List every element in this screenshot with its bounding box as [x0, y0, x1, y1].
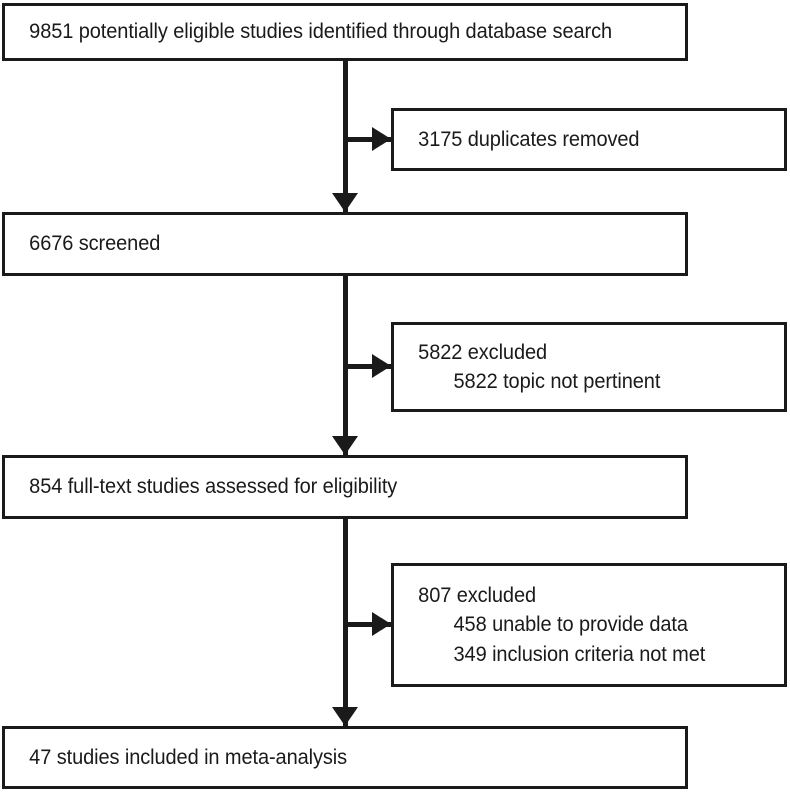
node-excluded-at-fulltext: 807 excluded 458 unable to provide data …: [391, 563, 787, 687]
arrowhead-right-to-duplicates: [372, 127, 391, 151]
arrowhead-down-to-fulltext: [332, 436, 358, 455]
node-excluded-screening-reason-1: 5822 topic not pertinent: [453, 369, 661, 393]
node-excluded-fulltext-total: 807 excluded: [418, 583, 537, 608]
node-identified-line-1: 9851 potentially eligible studies identi…: [29, 19, 613, 44]
node-screened: 6676 screened: [2, 212, 688, 276]
connector-to-duplicates: [345, 137, 393, 142]
connector-to-excluded-fulltext: [345, 622, 393, 627]
node-identified: 9851 potentially eligible studies identi…: [2, 3, 688, 61]
node-included-line-1: 47 studies included in meta-analysis: [29, 744, 348, 769]
arrowhead-right-to-excluded-fulltext: [372, 612, 391, 636]
node-duplicates-removed: 3175 duplicates removed: [391, 108, 787, 171]
node-excluded-fulltext-reason-2: 349 inclusion criteria not met: [453, 641, 706, 666]
node-fulltext-line-1: 854 full-text studies assessed for eligi…: [29, 474, 398, 499]
node-excluded-fulltext-reason-1: 458 unable to provide data: [453, 612, 688, 637]
node-fulltext-assessed: 854 full-text studies assessed for eligi…: [2, 455, 688, 519]
node-excluded-screening-total: 5822 excluded: [418, 339, 548, 364]
node-duplicates-line-1: 3175 duplicates removed: [418, 126, 640, 151]
node-included-in-meta-analysis: 47 studies included in meta-analysis: [2, 726, 688, 789]
arrowhead-down-to-screened: [332, 193, 358, 212]
node-screened-line-1: 6676 screened: [29, 231, 161, 256]
connector-to-excluded-screening: [345, 364, 393, 369]
arrowhead-right-to-excluded-screening: [372, 354, 391, 378]
arrowhead-down-to-included: [332, 707, 358, 726]
node-excluded-at-screening: 5822 excluded 5822 topic not pertinent: [391, 322, 787, 412]
